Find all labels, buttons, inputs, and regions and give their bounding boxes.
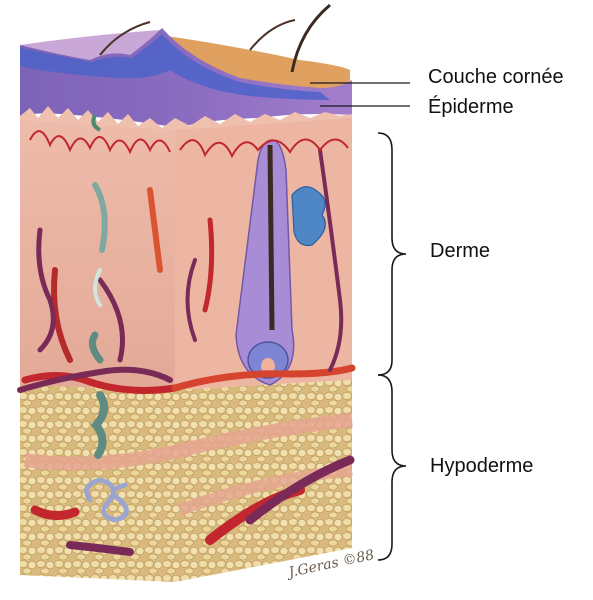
label-stratum-corneum: Couche cornée <box>428 66 564 89</box>
sebaceous-gland <box>292 187 325 246</box>
derme-brace <box>378 133 406 375</box>
label-dermis: Derme <box>430 240 490 263</box>
hypodermis-left-face <box>20 385 175 582</box>
hypoderme-brace <box>378 375 406 560</box>
label-hypodermis: Hypoderme <box>430 455 533 478</box>
label-epidermis: Épiderme <box>428 96 514 119</box>
hair-shaft <box>270 145 272 330</box>
hair-strand <box>250 20 295 50</box>
